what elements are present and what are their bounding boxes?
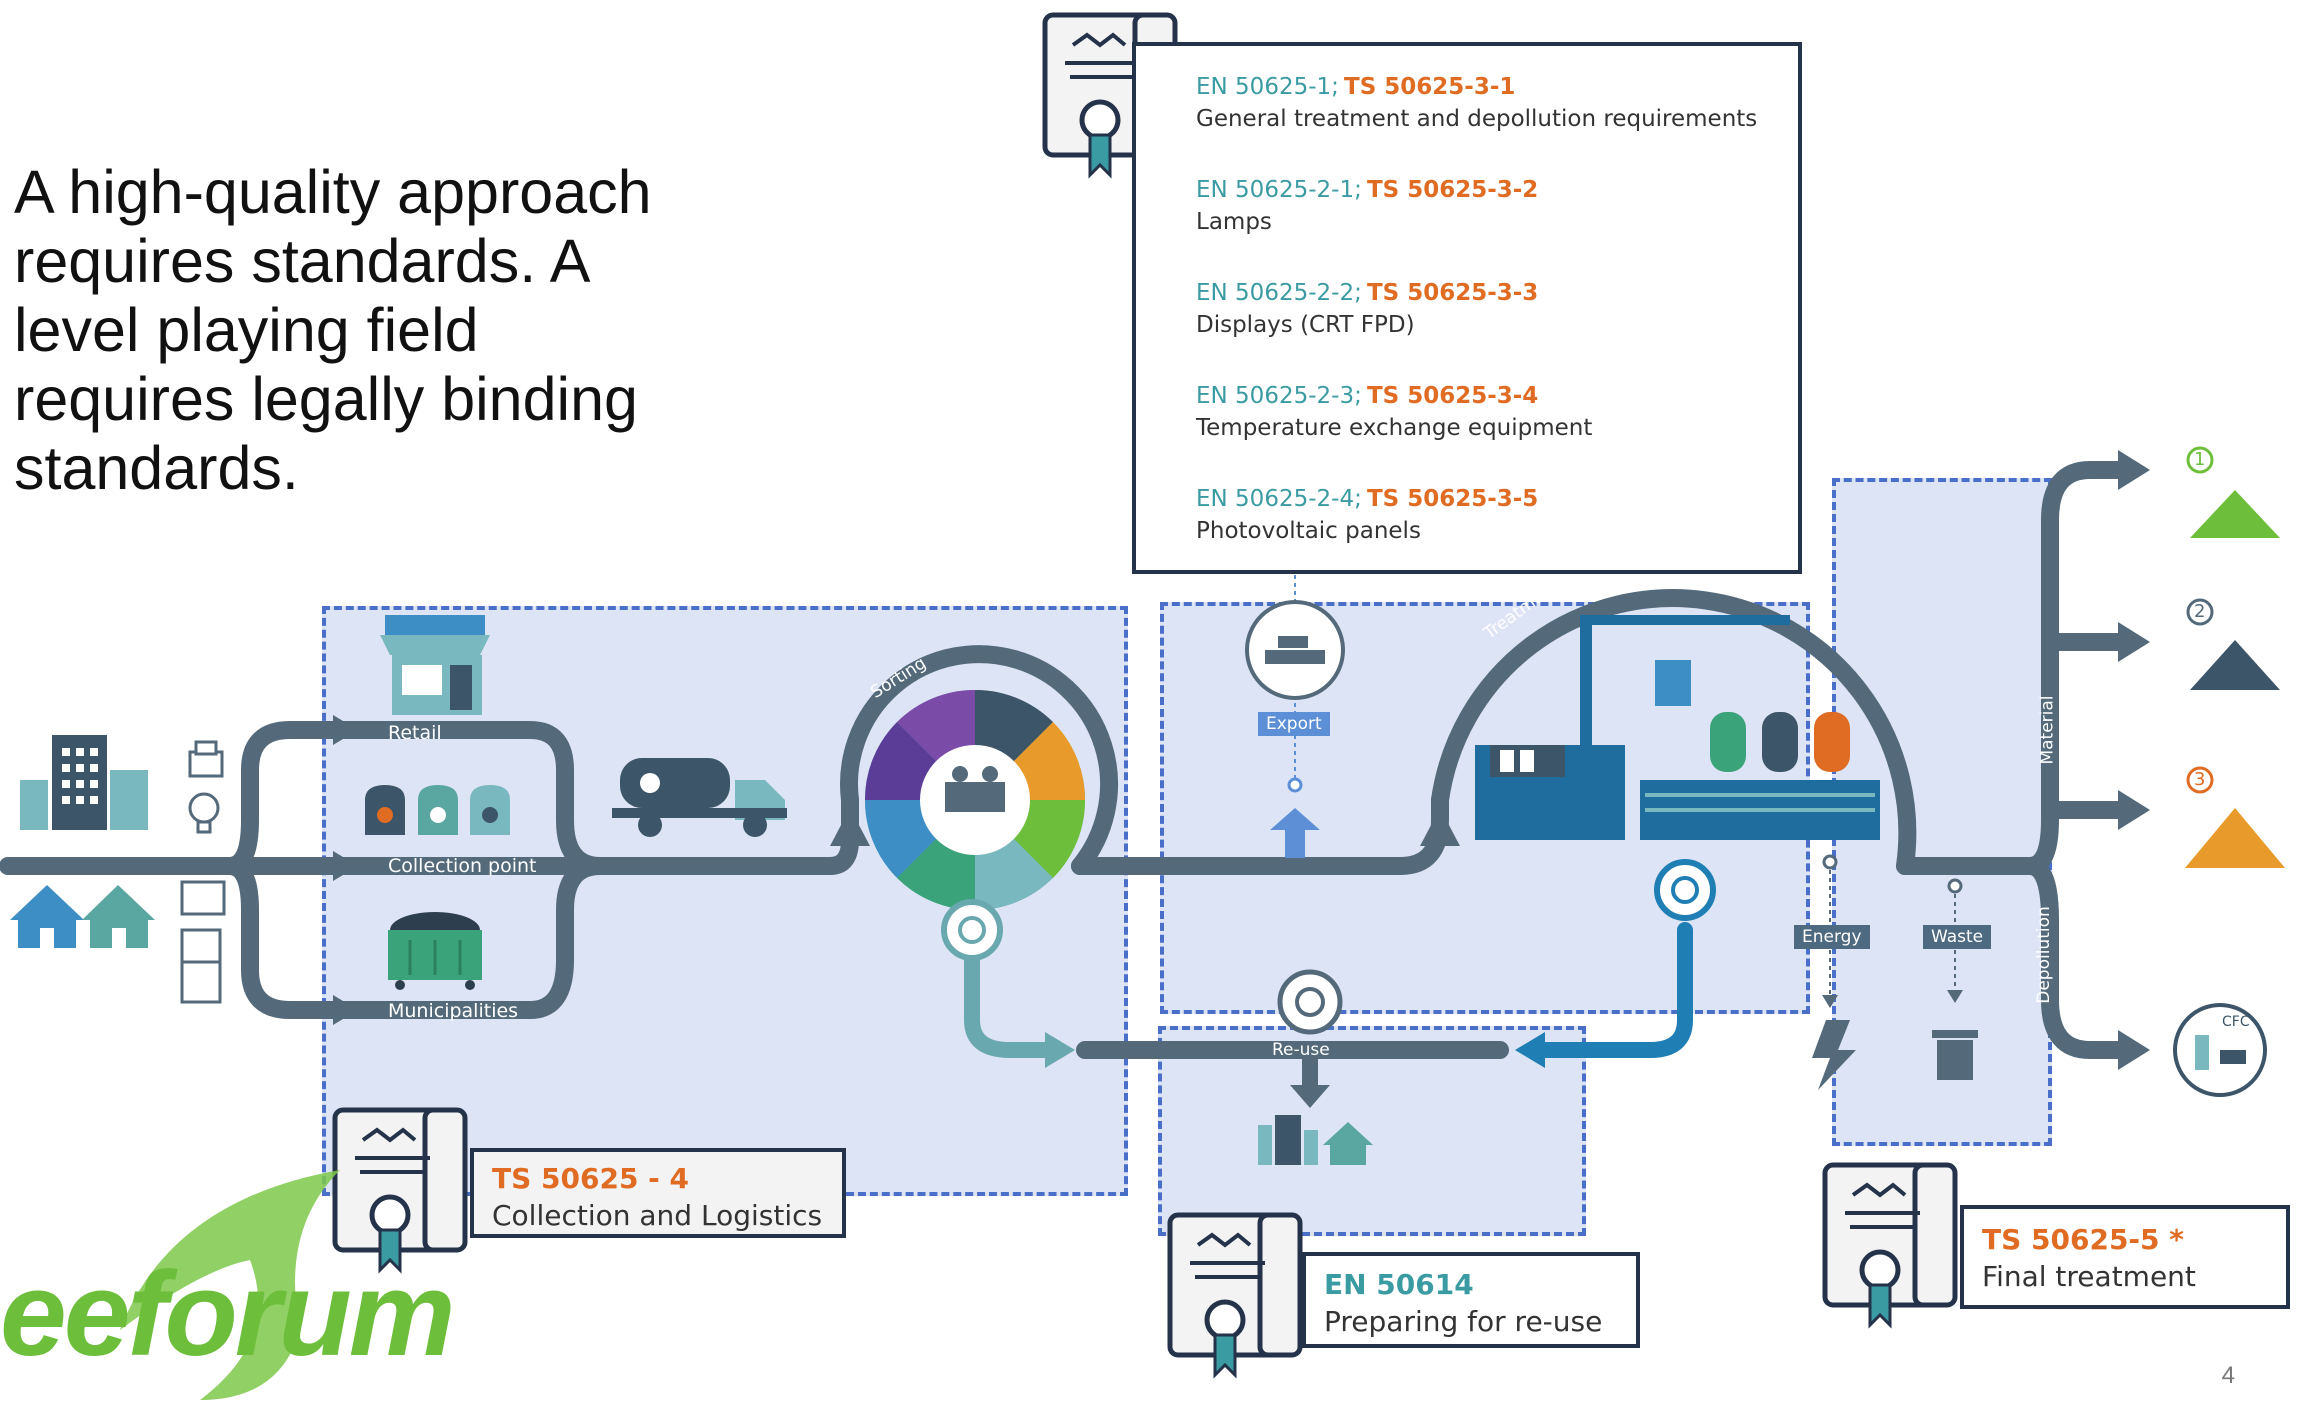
export-path [1245,575,1345,858]
eeforum-logo: eeforum [0,1247,455,1381]
cert-desc: Preparing for re-use [1324,1305,1603,1338]
headline-line: level playing field [14,296,479,364]
headline-line: standards. [14,434,299,502]
output-material-2 [2186,598,2280,690]
trash-icon [1937,1040,1973,1080]
output-material-1 [2186,446,2280,538]
final-certificate-box: TS 50625-5 * Final treatment [1960,1205,2290,1309]
truck-icon [612,758,787,837]
cfc-label: CFC [2222,1014,2250,1030]
headline-line: requires legally binding [14,365,638,433]
headline: A high-quality approach requires standar… [14,158,694,503]
treatment-plant [1475,615,1880,840]
appliance-icons [180,740,226,1004]
cert-code: EN 50614 [1324,1268,1474,1301]
label-depollution: Depollution [2033,906,2054,1004]
standard-item: EN 50625-2-2; TS 50625-3-3 Displays (CRT… [1196,280,1539,338]
collection-certificate-box: TS 50625 - 4 Collection and Logistics [470,1148,846,1238]
recycle-badge-reuse [1277,969,1343,1035]
certificate-icon-collection [332,1107,468,1274]
recycle-badge-sorting [941,899,1003,961]
certificate-icon-final [1822,1162,1958,1329]
label-reuse: Re-use [1272,1040,1330,1060]
output-material-3 [2185,766,2285,868]
label-material: Material [2037,695,2058,765]
label-municipalities: Municipalities [388,1000,519,1022]
grade-label-3: 3 [2194,769,2206,790]
energy-waste [1812,854,1978,1090]
cert-code: TS 50625 - 4 [492,1162,690,1195]
page-number: 4 [2221,1362,2235,1389]
cert-desc: Collection and Logistics [492,1199,823,1232]
standard-item: EN 50625-1; TS 50625-3-1 General treatme… [1196,74,1758,132]
cert-desc: Final treatment [1982,1260,2196,1293]
grade-label-1: 1 [2194,449,2206,470]
output-arrows [333,450,2150,1070]
label-waste: Waste [1923,925,1992,949]
source-buildings [10,735,155,948]
standard-item: EN 50625-2-4; TS 50625-3-5 Photovoltaic … [1196,486,1539,544]
sorting-wheel [864,689,1086,911]
grade-label-2: 2 [2194,601,2206,622]
standard-item: EN 50625-2-1; TS 50625-3-2 Lamps [1196,177,1539,235]
cert-code: TS 50625-5 * [1982,1223,2184,1256]
standard-item: EN 50625-2-3; TS 50625-3-4 Temperature e… [1196,383,1593,441]
treatment-standards-box: EN 50625-1; TS 50625-3-1 General treatme… [1132,42,1802,574]
certificate-icon-reuse [1167,1212,1303,1379]
collection-bins [365,785,510,835]
reuse-certificate-box: EN 50614 Preparing for re-use [1302,1252,1640,1348]
lightning-icon [1812,1020,1856,1090]
reuse-zone [1158,1026,1586,1236]
recycle-badge-treatment [1654,859,1716,921]
eeforum-logo-swoosh [120,1170,340,1400]
output-depollution [2173,1003,2267,1097]
reuse-flow [964,922,1693,1108]
shop-icon [380,615,490,715]
label-collection-point: Collection point [388,855,537,877]
label-energy: Energy [1794,925,1870,949]
main-flow [0,461,2129,1059]
label-export: Export [1258,712,1330,736]
reuse-destination [1258,1115,1373,1165]
headline-line: requires standards. A [14,227,591,295]
headline-line: A high-quality approach [14,158,652,226]
municipal-container [388,912,482,990]
label-retail: Retail [388,722,442,744]
ship-icon [1265,650,1325,664]
